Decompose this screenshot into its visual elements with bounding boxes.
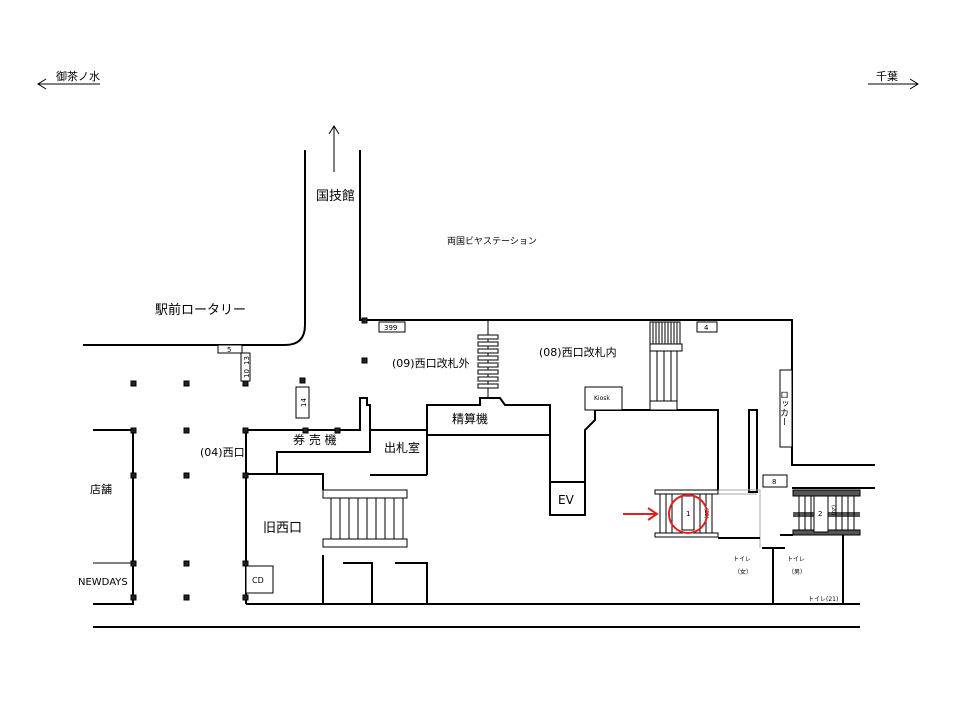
label-toilet-21: トイレ(21): [808, 596, 838, 603]
number-399: 399: [384, 324, 397, 332]
direction-left: 御茶ノ水: [37, 69, 100, 90]
pillars: [130, 317, 368, 601]
direction-right: 千葉: [868, 69, 919, 90]
label-newdays: NEWDAYS: [78, 577, 128, 588]
elevator: [549, 481, 586, 516]
label-chiba: 千葉: [876, 69, 898, 83]
cd-machine: [245, 565, 274, 594]
label-toilet-m: トイレ: [787, 556, 805, 563]
locker: [779, 369, 793, 448]
highlight-arrow: [623, 507, 659, 521]
label-gate-inside: (08)西口改札内: [539, 345, 617, 359]
label-beer-station: 両国ビヤステーション: [447, 236, 537, 247]
escalator-upper: [649, 321, 683, 411]
direction-up: 国技館: [316, 125, 355, 204]
label-toilet-f-sub: （女）: [734, 568, 752, 576]
number-4: 4: [704, 324, 709, 332]
label-ticket-machines: 券 売 機: [293, 432, 337, 447]
label-rotary: 駅前ロータリー: [155, 302, 246, 318]
label-cd: CD: [252, 576, 264, 585]
label-shop: 店舗: [90, 482, 112, 496]
kiosk: [584, 386, 623, 411]
label-kokugikan: 国技館: [316, 189, 355, 204]
number-13: 13: [243, 356, 251, 365]
stair-number-1: 1: [686, 510, 690, 518]
stairs-2: 2 (20): [792, 489, 861, 536]
ticket-gates: [477, 320, 499, 398]
number-10: 10: [243, 369, 251, 378]
highlight-circle: [668, 494, 708, 534]
label-ev: EV: [558, 493, 575, 507]
stairs-old-west: [322, 489, 408, 548]
label-toilet-f: トイレ: [733, 556, 751, 563]
number-5: 5: [227, 346, 231, 354]
station-outer-wall: [359, 150, 875, 466]
number-14: 14: [300, 398, 308, 407]
label-ticket-office: 出札室: [384, 440, 420, 455]
stairs-1: 1 (20): [654, 489, 719, 538]
label-toilet-m-sub: （男）: [788, 569, 806, 576]
label-old-west-exit: 旧西口: [263, 521, 302, 536]
label-fare-adjust: 精算機: [452, 411, 488, 426]
label-gate-outside: (09)西口改札外: [392, 356, 470, 370]
label-ochanomizu: 御茶ノ水: [56, 69, 100, 83]
label-kiosk: Kiosk: [594, 395, 610, 402]
stair-number-2: 2: [818, 510, 822, 518]
number-8: 8: [772, 478, 776, 486]
label-west-exit: (04)西口: [200, 446, 245, 459]
stair-sub-2: (20): [830, 505, 836, 515]
label-locker: ロッカー: [778, 390, 788, 426]
road-edge-left: [83, 150, 306, 346]
